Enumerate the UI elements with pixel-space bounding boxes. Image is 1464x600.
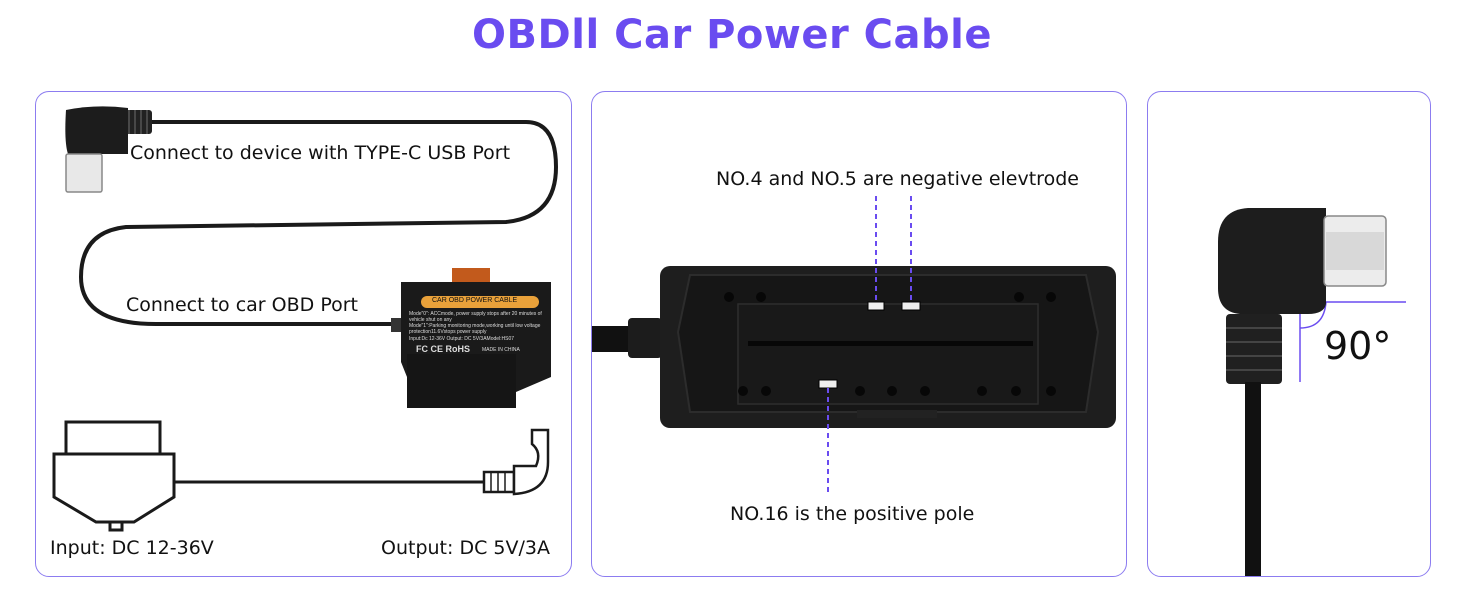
plug-body [1218, 208, 1326, 314]
device-spec-text: Input:Dc 12-36V Output: DC 5V/3AModel:HS… [409, 336, 515, 342]
strain-relief [1226, 314, 1282, 384]
device-certs-text: FC CE RoHS [416, 344, 470, 354]
page-title: OBDll Car Power Cable [472, 12, 992, 58]
obd-plug-front [407, 354, 516, 408]
usb-c-tip-inner [1326, 232, 1384, 270]
positive-pin-label: NO.16 is the positive pole [730, 503, 975, 525]
pin-16 [818, 379, 838, 389]
outline-usb-c-plug [512, 428, 550, 496]
pin-diagram-panel: NO.4 and NO.5 are negative elevtrode NO.… [591, 91, 1127, 577]
pin-dots [724, 292, 1056, 396]
obd-badge [421, 296, 539, 308]
device-made-in-text: MADE IN CHINA [482, 347, 520, 353]
cable-joint [391, 318, 401, 332]
connector-cable [592, 326, 632, 352]
device-badge-text: CAR OBD POWER CABLE [432, 297, 518, 304]
angle-label: 90° [1324, 324, 1392, 368]
connector-collar [628, 318, 662, 358]
output-spec-label: Output: DC 5V/3A [381, 537, 550, 559]
cable-overview-panel: Connect to device with TYPE-C USB Port C… [35, 91, 572, 577]
angle-arc [1299, 301, 1327, 329]
usb-c-tip [65, 153, 103, 193]
obd-port-label: Connect to car OBD Port [126, 294, 358, 316]
connector-tab [857, 410, 937, 418]
connector-slot [748, 341, 1033, 346]
input-spec-label: Input: DC 12-36V [50, 537, 214, 559]
usb-c-angle-illustration [1218, 208, 1406, 576]
pin-5 [901, 301, 921, 311]
obd-outline-drawing [52, 420, 176, 532]
cable [1245, 382, 1261, 576]
obd-switch [452, 268, 490, 282]
connector-inner [737, 303, 1039, 405]
outline-strain-relief [482, 470, 516, 494]
negative-pins-label: NO.4 and NO.5 are negative elevtrode [716, 168, 1079, 190]
cable-illustration [52, 106, 559, 532]
obd-connector-illustration [592, 196, 1116, 492]
strain-relief [124, 110, 152, 134]
usb-c-plug-body [65, 106, 128, 154]
angle-panel: 90° [1147, 91, 1431, 577]
cable-wire [78, 120, 559, 326]
device-mode0-text: Mode"0": ACCmode, power supply stops aft… [409, 311, 542, 323]
pin-4 [867, 301, 885, 311]
usb-port-label: Connect to device with TYPE-C USB Port [130, 142, 511, 164]
device-mode1-text: Mode"1":Parking monitoring mode,working … [409, 323, 541, 335]
